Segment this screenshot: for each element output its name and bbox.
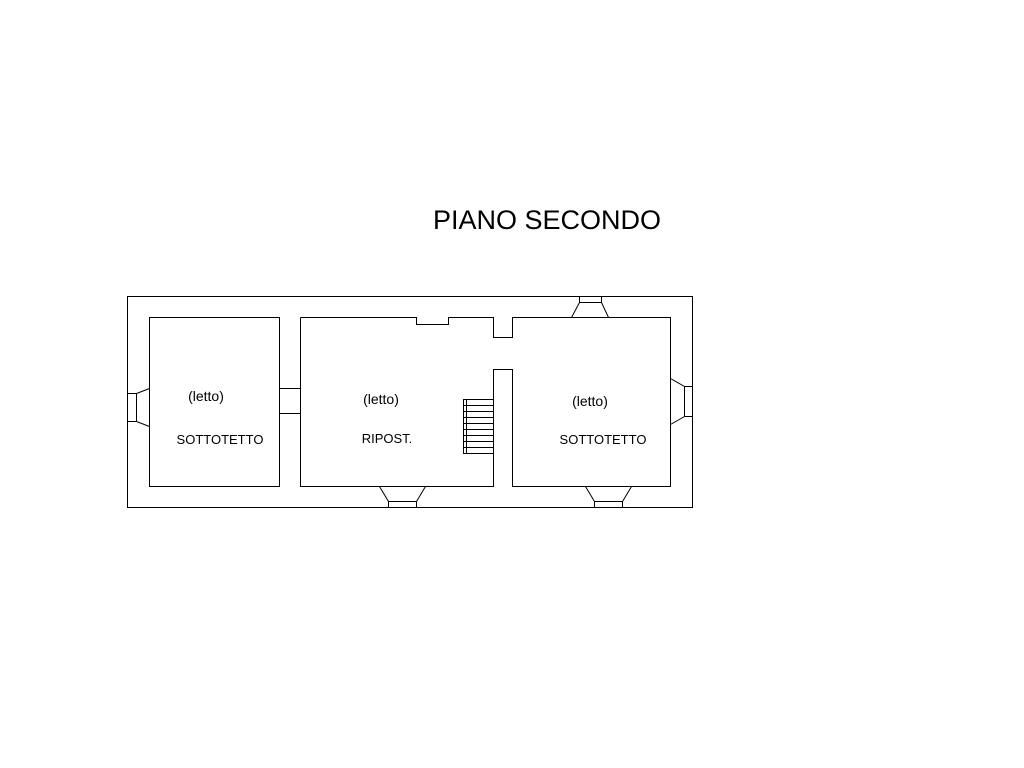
room-left-note: (letto) xyxy=(188,388,224,404)
stair-symbol xyxy=(463,399,494,454)
doorway-left-middle xyxy=(279,388,301,414)
window-bottom-middle xyxy=(379,486,426,508)
window-right-wall xyxy=(670,378,693,425)
window-bottom-right xyxy=(585,486,632,508)
room-middle-outline xyxy=(300,317,671,487)
room-right-note: (letto) xyxy=(572,393,608,409)
room-left-name: SOTTOTETTO xyxy=(177,432,264,447)
room-left-outline xyxy=(149,317,280,487)
room-right-name: SOTTOTETTO xyxy=(560,432,647,447)
room-middle-name: RIPOST. xyxy=(362,431,413,446)
plan-title: PIANO SECONDO xyxy=(433,205,662,235)
window-left-wall xyxy=(127,388,150,427)
window-top-wall xyxy=(571,296,609,318)
room-middle-note: (letto) xyxy=(363,391,399,407)
